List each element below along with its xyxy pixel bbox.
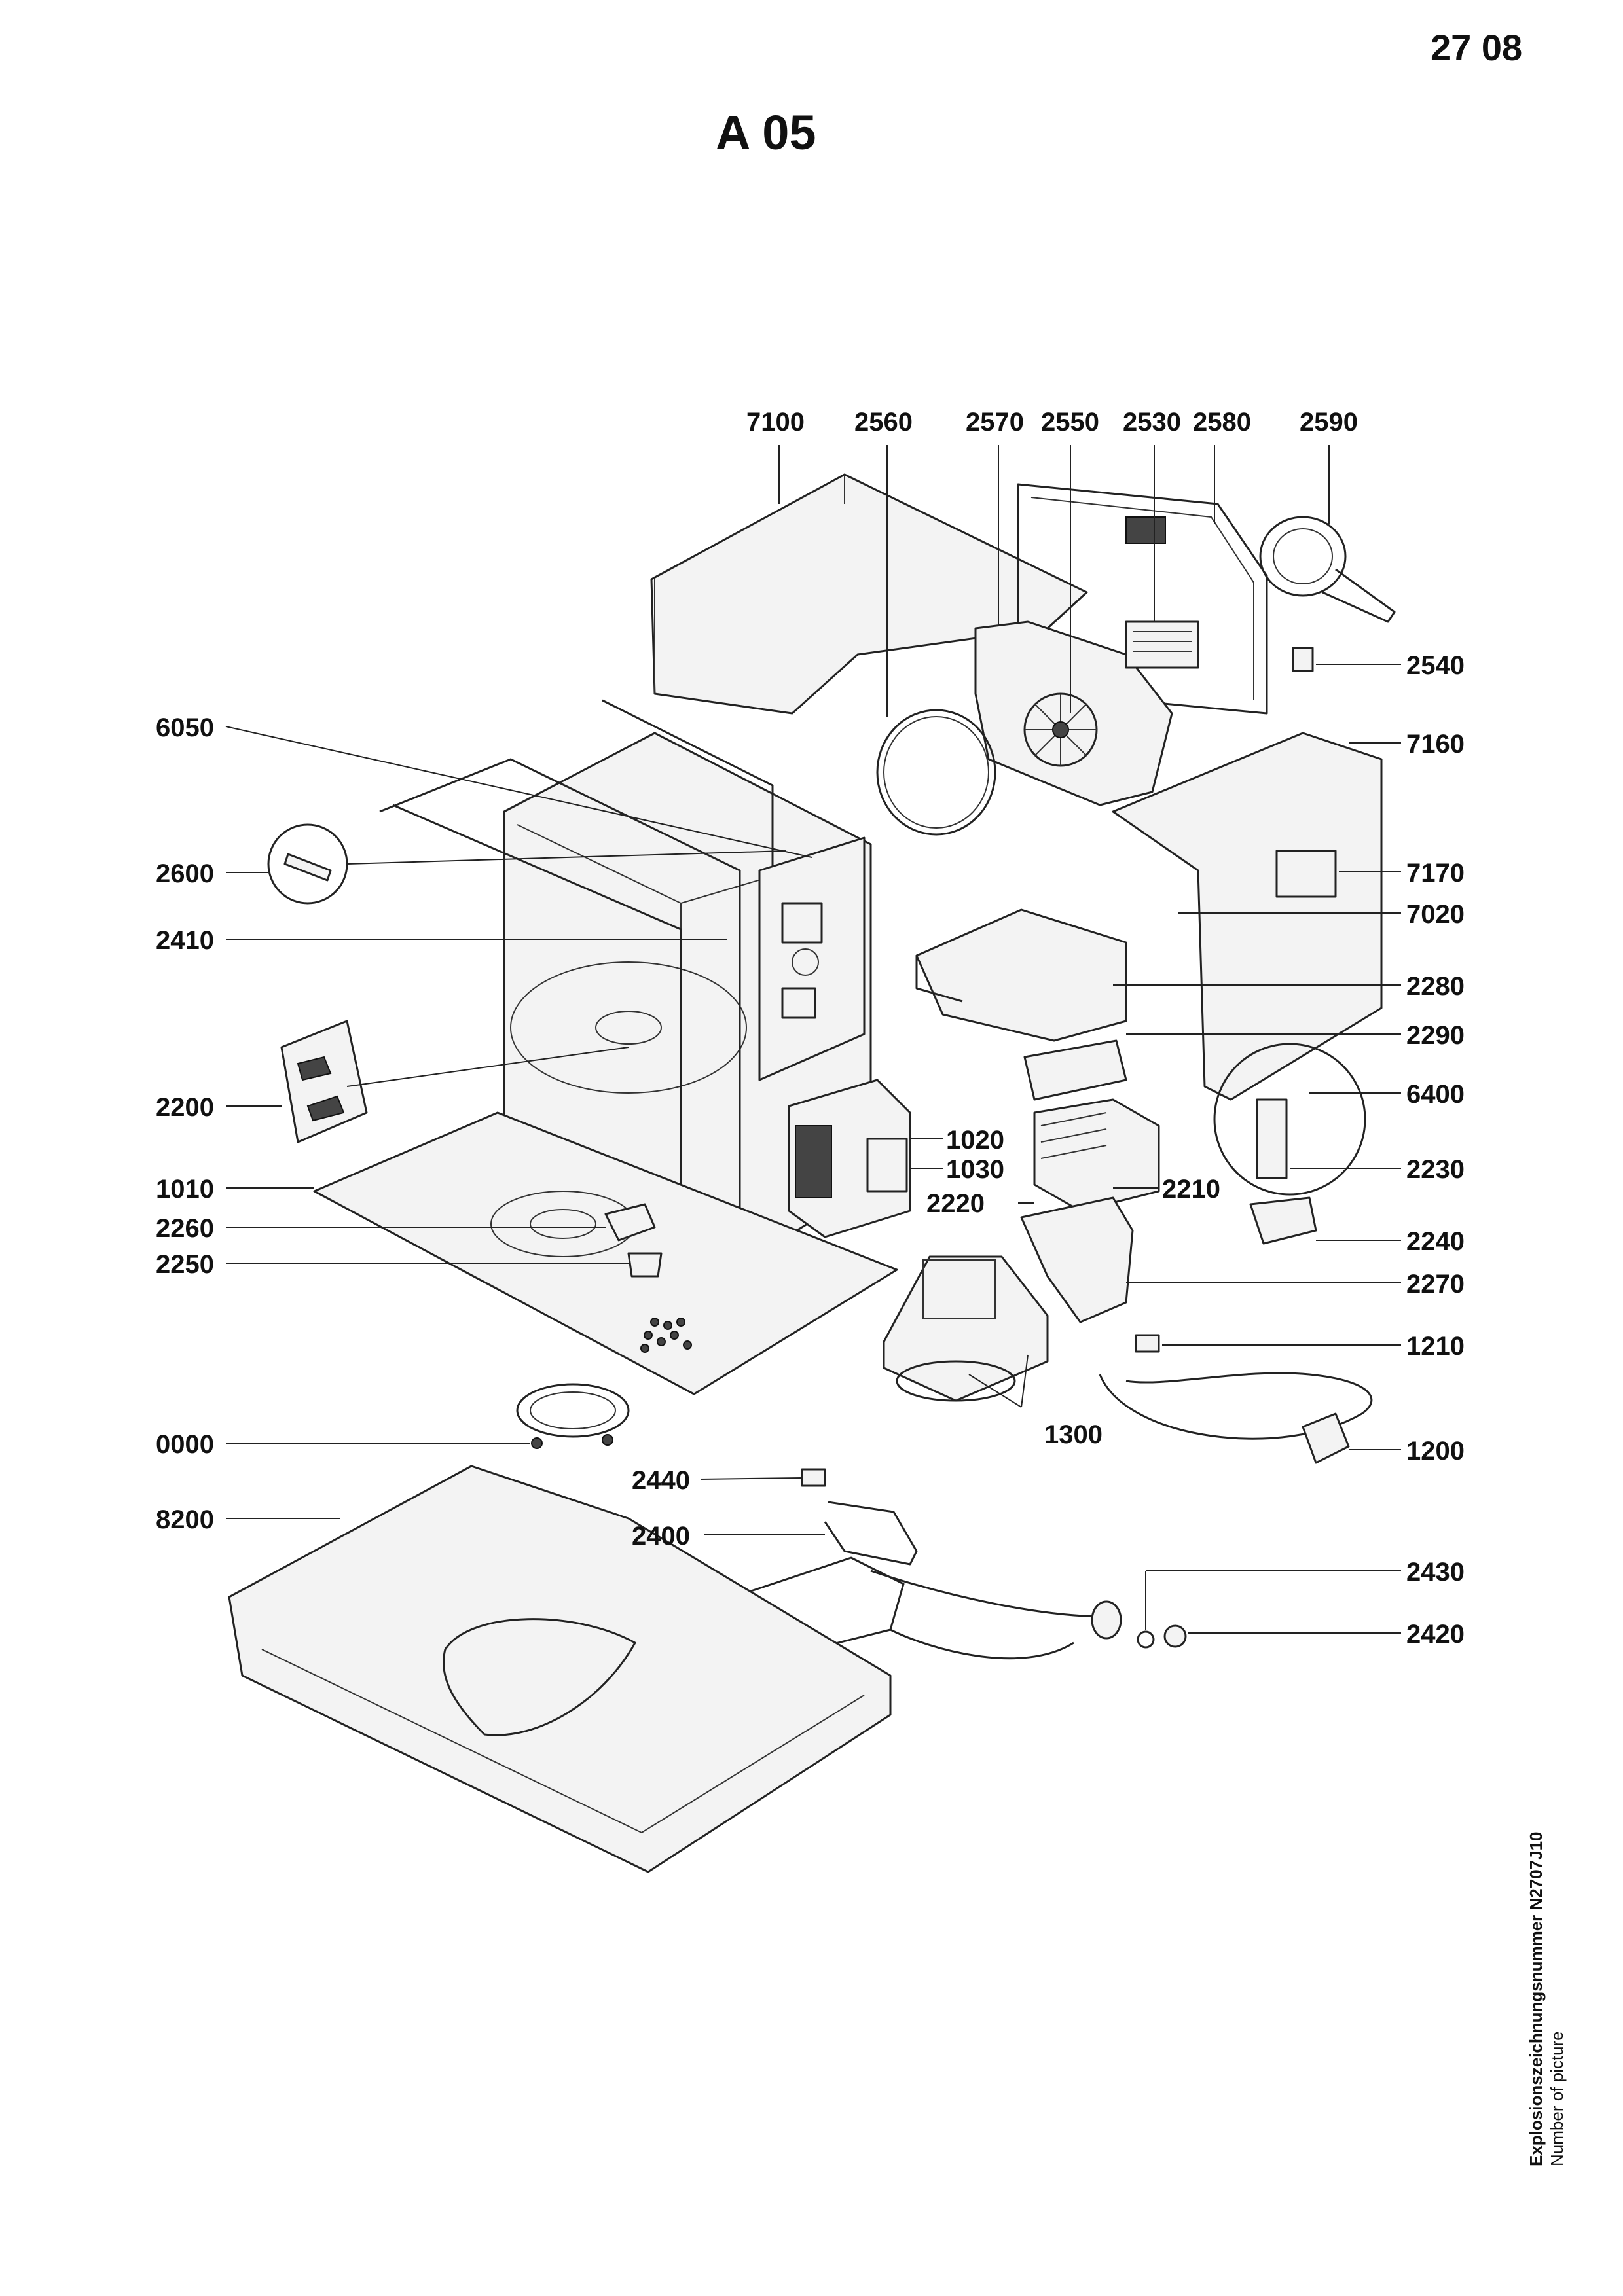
callout-2210: 2210 xyxy=(1162,1175,1220,1204)
callout-2420: 2420 xyxy=(1406,1620,1465,1649)
transformer-1020 xyxy=(788,1079,911,1238)
callout-2240: 2240 xyxy=(1406,1227,1465,1256)
callout-2250: 2250 xyxy=(156,1250,214,1279)
callout-1020: 1020 xyxy=(946,1126,1004,1155)
callout-0000: 0000 xyxy=(156,1430,214,1459)
air-duct-2270 xyxy=(1020,1196,1134,1323)
lamp-inset-2600 xyxy=(267,823,348,905)
control-plate xyxy=(758,836,866,1081)
coupler-2250 xyxy=(627,1252,663,1278)
callout-labels: 7100 2560 2570 2550 2530 2580 2590 2540 … xyxy=(156,408,1465,1649)
callout-2600: 2600 xyxy=(156,859,214,888)
callout-2410: 2410 xyxy=(156,926,214,955)
callout-2270: 2270 xyxy=(1406,1270,1465,1299)
power-cord xyxy=(1099,1372,1373,1440)
callout-2260: 2260 xyxy=(156,1214,214,1243)
fan-2590 xyxy=(1259,516,1396,623)
nut-2420 xyxy=(1163,1624,1187,1648)
drawing-number-note: Explosionszeichnungsnummer N2707J10 Numb… xyxy=(1525,1831,1567,2166)
callout-2280: 2280 xyxy=(1406,972,1465,1001)
callout-1200: 1200 xyxy=(1406,1437,1465,1465)
callout-6050: 6050 xyxy=(156,713,214,742)
callout-2430: 2430 xyxy=(1406,1558,1465,1587)
callout-2400: 2400 xyxy=(632,1522,690,1551)
vent-holes xyxy=(640,1318,692,1353)
terminal-2440 xyxy=(801,1468,826,1487)
sheet-title: A 05 xyxy=(716,105,816,160)
picture-number-label: Number of picture xyxy=(1547,2031,1567,2166)
callout-1010: 1010 xyxy=(156,1175,214,1204)
heating-ring-2560 xyxy=(876,709,996,836)
parts-artwork xyxy=(228,473,1396,1873)
roller-ring xyxy=(516,1383,630,1449)
callout-2230: 2230 xyxy=(1406,1155,1465,1184)
fan-motor-2530 xyxy=(1125,620,1199,669)
blower-1300 xyxy=(883,1255,1049,1402)
callout-7100: 7100 xyxy=(746,408,805,437)
callout-2290: 2290 xyxy=(1406,1021,1465,1050)
turntable-motor-2260 xyxy=(604,1203,656,1242)
waveguide-2280 xyxy=(915,908,1127,1042)
callout-2440: 2440 xyxy=(632,1466,690,1495)
leader-lines xyxy=(225,445,1401,1634)
callout-1030: 1030 xyxy=(946,1155,1004,1184)
callout-2560: 2560 xyxy=(854,408,913,437)
side-wrapper xyxy=(1112,732,1383,1101)
callout-2570: 2570 xyxy=(966,408,1024,437)
vent-grill xyxy=(1125,516,1166,544)
convection-fan-2550 xyxy=(1023,692,1098,767)
capacitor-inset xyxy=(1213,1043,1366,1245)
callout-1210: 1210 xyxy=(1406,1332,1465,1361)
callout-2200: 2200 xyxy=(156,1093,214,1122)
callout-2530: 2530 xyxy=(1123,408,1181,437)
plug-1200 xyxy=(1302,1412,1350,1464)
callout-7170: 7170 xyxy=(1406,859,1465,888)
callout-6400: 6400 xyxy=(1406,1080,1465,1109)
callout-2540: 2540 xyxy=(1406,651,1465,680)
hood-2290 xyxy=(1023,1039,1127,1101)
base-plate xyxy=(313,1111,898,1395)
page-number: 27 08 xyxy=(1431,27,1523,68)
bottom-frame xyxy=(228,1465,892,1873)
magnetron-2210 xyxy=(1033,1098,1160,1212)
fan-housing xyxy=(974,620,1173,806)
callout-2220: 2220 xyxy=(926,1189,985,1218)
outer-cover xyxy=(650,473,1088,715)
callout-2550: 2550 xyxy=(1041,408,1099,437)
washer-2430 xyxy=(1137,1630,1155,1649)
callout-7020: 7020 xyxy=(1406,900,1465,929)
callout-7160: 7160 xyxy=(1406,730,1465,759)
drawing-number-label: Explosionszeichnungsnummer N2707J10 xyxy=(1526,1831,1546,2166)
mica-cover-2200 xyxy=(280,1020,368,1143)
callout-2580: 2580 xyxy=(1193,408,1251,437)
callout-8200: 8200 xyxy=(156,1505,214,1534)
callout-2590: 2590 xyxy=(1300,408,1358,437)
duct-7170 xyxy=(1275,850,1337,898)
callout-1300: 1300 xyxy=(1044,1420,1103,1449)
connector-2540 xyxy=(1292,647,1314,672)
terminal-1210 xyxy=(1135,1334,1160,1353)
bottom-window xyxy=(443,1618,636,1736)
